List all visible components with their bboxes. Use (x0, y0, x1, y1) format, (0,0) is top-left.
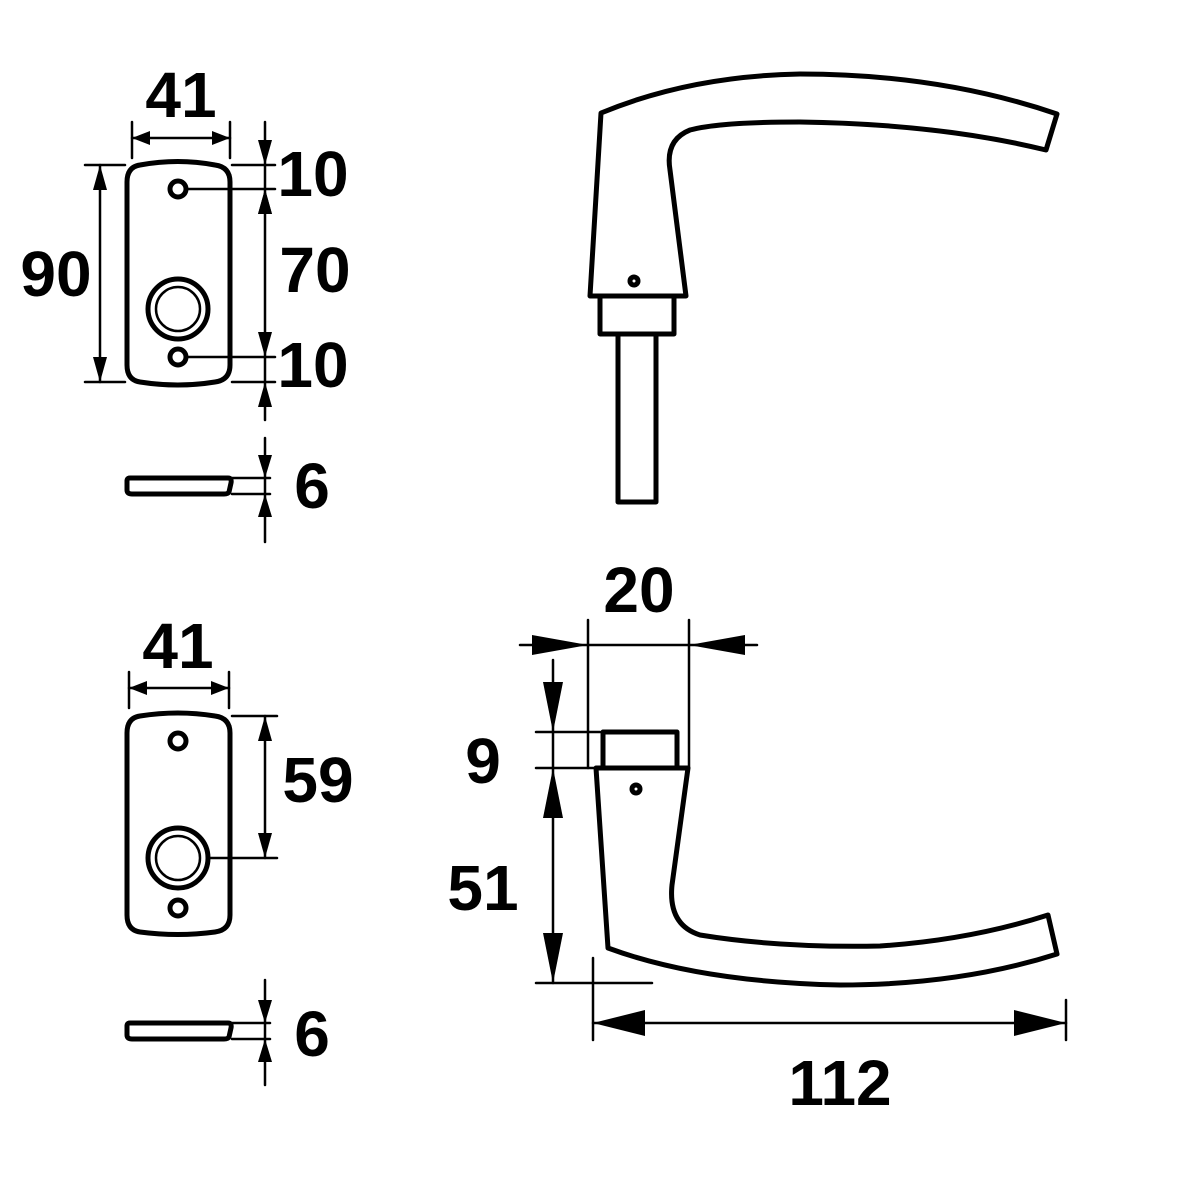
backplate-long-side-view (124, 436, 272, 544)
screw-hole-bottom (167, 346, 189, 368)
thickness-label-short: 6 (294, 998, 330, 1070)
projection-label: 112 (788, 1047, 891, 1119)
lever-top-view (593, 729, 1060, 988)
lever-side-view (587, 71, 1060, 505)
dim-line-width-long (130, 120, 232, 160)
collar-height-label: 9 (465, 725, 501, 797)
screw-hole-bottom-short (167, 897, 189, 919)
backplate-long-front-view (124, 159, 233, 388)
hole-spacing-label: 70 (279, 234, 350, 306)
spindle (615, 331, 659, 505)
collar (597, 293, 677, 337)
grub-screw-top (629, 782, 643, 796)
dim-line-width-short (127, 670, 231, 710)
backplate-short-front-view (124, 710, 233, 937)
width-label-long: 41 (145, 59, 216, 131)
screw-hole-top (167, 178, 189, 200)
dim-line-projection (591, 956, 1068, 1042)
thickness-label-long: 6 (294, 450, 330, 522)
dim-line-neck-width (518, 618, 759, 770)
width-label-short: 41 (142, 610, 213, 682)
bottom-offset-label: 10 (277, 329, 348, 401)
spindle-to-top-label: 59 (282, 744, 353, 816)
dim-line-spindle-to-top (206, 714, 279, 860)
collar-top (600, 729, 680, 771)
height-label-long: 90 (20, 238, 91, 310)
top-offset-label: 10 (277, 138, 348, 210)
neck-width-label: 20 (603, 554, 674, 626)
screw-hole-top-short (167, 730, 189, 752)
neck-height-label: 51 (447, 852, 518, 924)
dim-chain-hole-spacing (184, 120, 277, 422)
spindle-hole (145, 276, 211, 342)
dim-line-height-long (83, 163, 127, 384)
grub-screw (627, 274, 641, 288)
backplate-short-side-view (124, 978, 272, 1087)
